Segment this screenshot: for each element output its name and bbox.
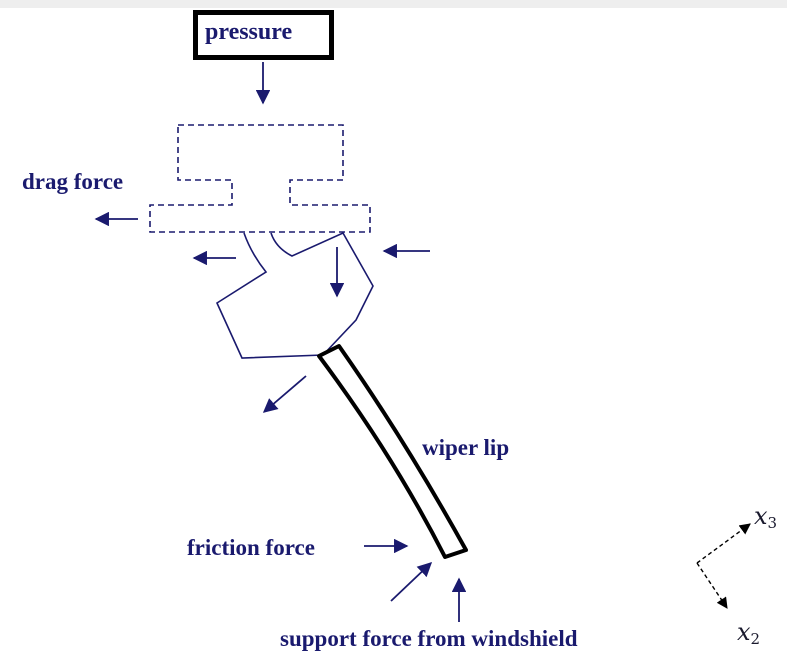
x3-axis-label: x3	[754, 502, 778, 532]
friction-force-label: friction force	[187, 535, 315, 560]
support-force-label: support force from windshield	[280, 626, 578, 651]
x2-axis-label: x2	[737, 618, 761, 648]
top-bar	[0, 0, 787, 8]
blade-head-outline	[215, 231, 374, 359]
x2-axis	[696, 562, 728, 609]
normal-force-arrow	[390, 562, 433, 602]
pressure-box	[193, 10, 334, 60]
wiper-lip	[317, 344, 468, 559]
diagonal-arrow	[262, 375, 307, 413]
holder-outline	[149, 124, 371, 233]
x3-axis	[696, 523, 751, 564]
drag-force-label: drag force	[22, 169, 124, 194]
wiper-lip-label: wiper lip	[422, 435, 510, 460]
pressure-label: pressure	[205, 19, 293, 45]
